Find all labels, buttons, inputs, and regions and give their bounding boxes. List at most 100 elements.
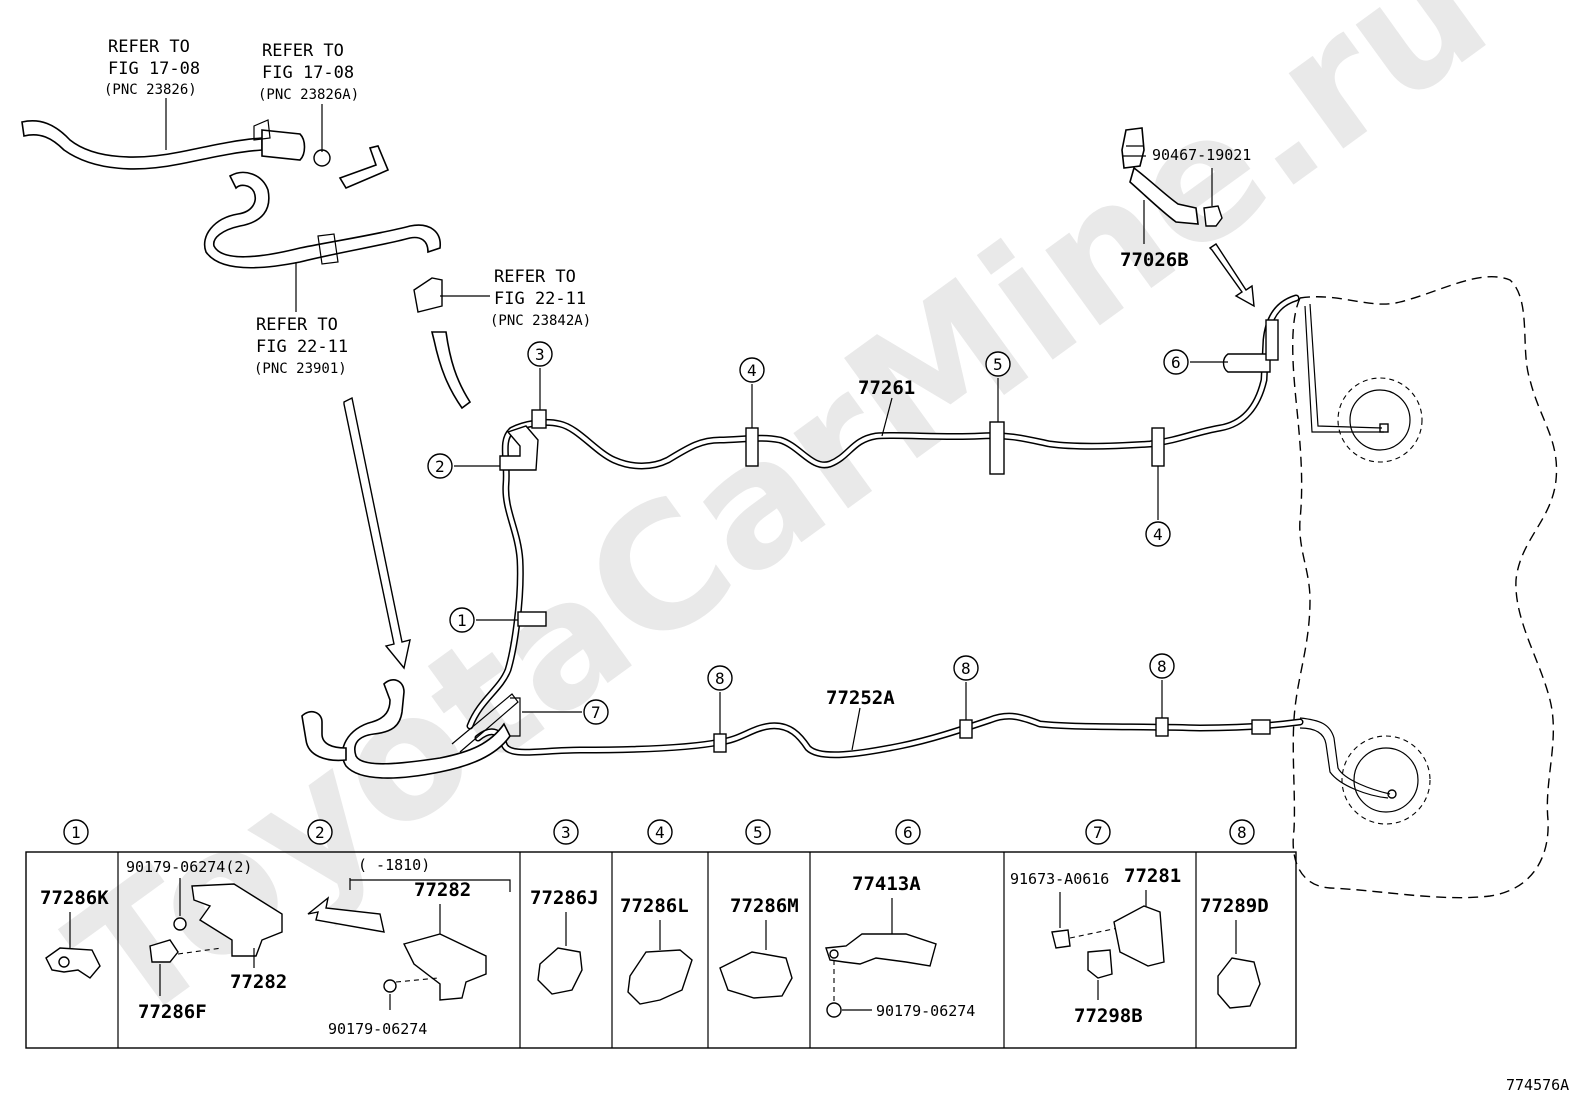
part-label-77286j[interactable]: 77286J [530, 887, 599, 909]
part-label-91673-a0616[interactable]: 91673-A0616 [1010, 870, 1109, 888]
callout-2[interactable]: 2 [427, 453, 453, 479]
clip-90467-19021[interactable] [1203, 168, 1223, 227]
part-label-77413a[interactable]: 77413A [852, 873, 921, 895]
callout-8b[interactable]: 8 [953, 655, 979, 681]
callout-8c[interactable]: 8 [1149, 653, 1175, 679]
part-label-77261[interactable]: 77261 [858, 377, 915, 399]
clamp-7[interactable] [510, 697, 521, 737]
callout-5[interactable]: 5 [985, 351, 1011, 377]
part-label-77286f[interactable]: 77286F [138, 1001, 207, 1023]
legend-header-8[interactable]: 8 [1229, 819, 1255, 845]
svg-text:4: 4 [747, 361, 757, 380]
svg-text:2: 2 [315, 823, 325, 842]
svg-text:7: 7 [1093, 823, 1103, 842]
legend-cell-6: 77413A 90179-06274 [825, 873, 975, 1020]
part-label-77252a[interactable]: 77252A [826, 687, 895, 709]
ref-hose-23826[interactable] [21, 119, 306, 170]
svg-text:5: 5 [753, 823, 763, 842]
svg-text:3: 3 [535, 345, 545, 364]
svg-text:5: 5 [993, 355, 1003, 374]
svg-text:6: 6 [903, 823, 913, 842]
legend-header-6[interactable]: 6 [895, 819, 921, 845]
callout-7[interactable]: 7 [583, 699, 609, 725]
svg-text:(PNC 23826): (PNC 23826) [104, 82, 197, 98]
clamp-2[interactable] [499, 425, 539, 471]
part-label-77286m[interactable]: 77286M [730, 895, 799, 917]
ref-label-3[interactable]: REFER TO FIG 22-11 (PNC 23842A) [490, 267, 591, 329]
direction-arrow-large [343, 396, 411, 670]
legend-header-2[interactable]: 2 [307, 819, 333, 845]
part-label-90467-19021[interactable]: 90467-19021 [1152, 146, 1251, 164]
callout-leaders [454, 361, 1228, 751]
clamp-8a[interactable] [713, 733, 727, 753]
svg-text:REFER TO: REFER TO [108, 37, 190, 57]
ref-label-2[interactable]: REFER TO FIG 17-08 (PNC 23826A) [258, 41, 359, 103]
callout-8a[interactable]: 8 [707, 665, 733, 691]
part-label-77298b[interactable]: 77298B [1074, 1005, 1143, 1027]
svg-text:FIG 22-11: FIG 22-11 [494, 289, 586, 309]
svg-text:FIG 22-11: FIG 22-11 [256, 337, 348, 357]
clamp-3[interactable] [531, 409, 547, 429]
callout-3[interactable]: 3 [527, 341, 553, 367]
clamp-8b[interactable] [959, 719, 973, 739]
svg-text:2: 2 [435, 457, 445, 476]
svg-text:8: 8 [961, 659, 971, 678]
legend-header-1[interactable]: 1 [63, 819, 89, 845]
part-label-77026b[interactable]: 77026B [1120, 249, 1189, 271]
fuel-pipe-77252a[interactable] [474, 712, 1304, 759]
part-label-77281[interactable]: 77281 [1124, 865, 1181, 887]
svg-text:4: 4 [655, 823, 665, 842]
connector-tank-lower[interactable] [1251, 719, 1271, 735]
ref-grommet-23842a[interactable] [413, 277, 472, 410]
legend-header-4[interactable]: 4 [647, 819, 673, 845]
vent-tube-77026b[interactable] [1121, 127, 1199, 225]
part-label-77282-b[interactable]: 77282 [414, 879, 471, 901]
svg-text:REFER TO: REFER TO [256, 315, 338, 335]
ref-label-1[interactable]: REFER TO FIG 17-08 (PNC 23826) [104, 37, 200, 98]
ref-label-4[interactable]: REFER TO FIG 22-11 (PNC 23901) [254, 315, 348, 377]
svg-text:7: 7 [591, 703, 601, 722]
legend-header-7[interactable]: 7 [1085, 819, 1111, 845]
clamp-1[interactable] [517, 611, 547, 627]
callout-4b[interactable]: 4 [1145, 521, 1171, 547]
legend-table [25, 851, 1297, 1049]
svg-text:REFER TO: REFER TO [262, 41, 344, 61]
svg-text:8: 8 [1237, 823, 1247, 842]
clamp-4b[interactable] [1151, 427, 1165, 467]
ref-hose-23901[interactable] [203, 171, 441, 269]
clamp-8c[interactable] [1155, 717, 1169, 737]
part-label-90179-06274-c6[interactable]: 90179-06274 [876, 1002, 975, 1020]
legend-cell-5: 77286M [719, 895, 799, 999]
svg-text:FIG 17-08: FIG 17-08 [262, 63, 354, 83]
callout-6[interactable]: 6 [1163, 349, 1189, 375]
callout-1[interactable]: 1 [449, 607, 475, 633]
part-label-90179-06274-c2[interactable]: 90179-06274 [328, 1020, 427, 1038]
part-label-77289d[interactable]: 77289D [1200, 895, 1269, 917]
svg-text:1: 1 [71, 823, 81, 842]
callout-4a[interactable]: 4 [739, 357, 765, 383]
svg-text:(PNC 23901): (PNC 23901) [254, 361, 347, 377]
direction-arrow-small [1208, 243, 1255, 308]
ref-clamp-23826a[interactable] [313, 145, 390, 190]
legend-cell-3: 77286J [530, 887, 599, 995]
legend-header-5[interactable]: 5 [745, 819, 771, 845]
legend-cell-8: 77289D [1200, 895, 1269, 1009]
clamp-4a[interactable] [745, 427, 759, 467]
diagram-id: 774576A [1506, 1076, 1569, 1094]
svg-text:3: 3 [561, 823, 571, 842]
arrow-left-icon [307, 896, 385, 933]
clamp-5[interactable] [989, 421, 1005, 475]
svg-text:8: 8 [715, 669, 725, 688]
legend-cell-7: 91673-A0616 77281 77298B [1010, 865, 1181, 1027]
part-label-90179-06274-2[interactable]: 90179-06274(2) [126, 858, 252, 876]
svg-text:6: 6 [1171, 353, 1181, 372]
legend-cell-4: 77286L [620, 895, 693, 1005]
svg-text:4: 4 [1153, 525, 1163, 544]
clamp-6[interactable] [1222, 319, 1279, 373]
part-label-77282-a[interactable]: 77282 [230, 971, 287, 993]
part-label-77286l[interactable]: 77286L [620, 895, 689, 917]
part-label-77286k[interactable]: 77286K [40, 887, 109, 909]
legend-header-3[interactable]: 3 [553, 819, 579, 845]
